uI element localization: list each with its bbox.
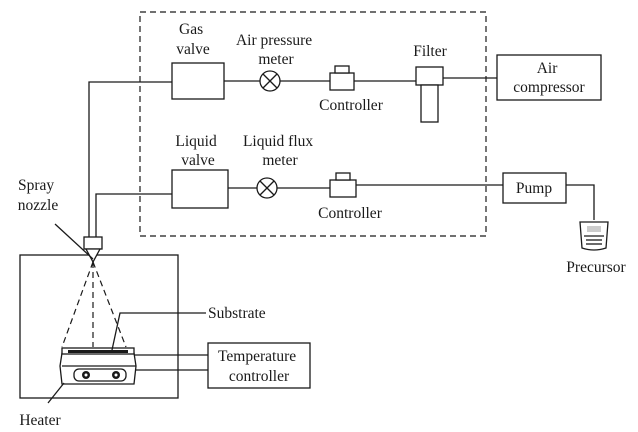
heater-icon	[59, 347, 137, 385]
liquid-flux-meter-icon	[256, 177, 278, 199]
air-compressor-label: Air compressor	[513, 60, 585, 96]
gas-valve-label: Gas valve	[176, 21, 210, 58]
temperature-controller-box	[207, 342, 311, 389]
pump-label: Pump	[516, 180, 552, 197]
controller-top-icon	[329, 65, 355, 91]
pump-box	[502, 172, 567, 204]
filter-icon	[415, 66, 444, 123]
liquid-valve-label: Liquid valve	[175, 133, 220, 169]
substrate-label: Substrate	[208, 305, 266, 322]
spray-nozzle-leader	[54, 223, 94, 260]
controller-top-label: Controller	[319, 97, 384, 114]
precursor-label: Precursor	[566, 259, 626, 276]
controller-bottom-label: Controller	[318, 205, 383, 222]
spray-cone-right	[92, 261, 127, 348]
heater-leader	[47, 382, 65, 404]
liquid-valve-box	[171, 169, 229, 209]
air-pressure-meter-icon	[259, 70, 281, 92]
liquid-line-to-nozzle	[95, 193, 172, 237]
filter-label: Filter	[413, 43, 447, 60]
liquid-flux-meter-label: Liquid flux meter	[243, 133, 317, 169]
substrate-leader	[111, 312, 206, 351]
air-compressor-box	[496, 54, 602, 101]
gas-line-to-nozzle	[88, 81, 172, 237]
spray-nozzle-icon	[83, 236, 103, 264]
spray-cone-left	[61, 261, 94, 348]
control-panel-enclosure	[139, 11, 487, 237]
gas-valve-box	[171, 62, 225, 100]
temperature-controller-label: Temperature controller	[218, 348, 300, 385]
pump-to-precursor-line	[566, 184, 595, 220]
heater-label: Heater	[19, 412, 61, 429]
precursor-beaker-icon	[579, 221, 609, 251]
controller-bottom-icon	[329, 172, 357, 198]
spray-nozzle-label: Spray nozzle	[18, 177, 59, 214]
air-pressure-meter-label: Air pressure meter	[236, 32, 316, 68]
